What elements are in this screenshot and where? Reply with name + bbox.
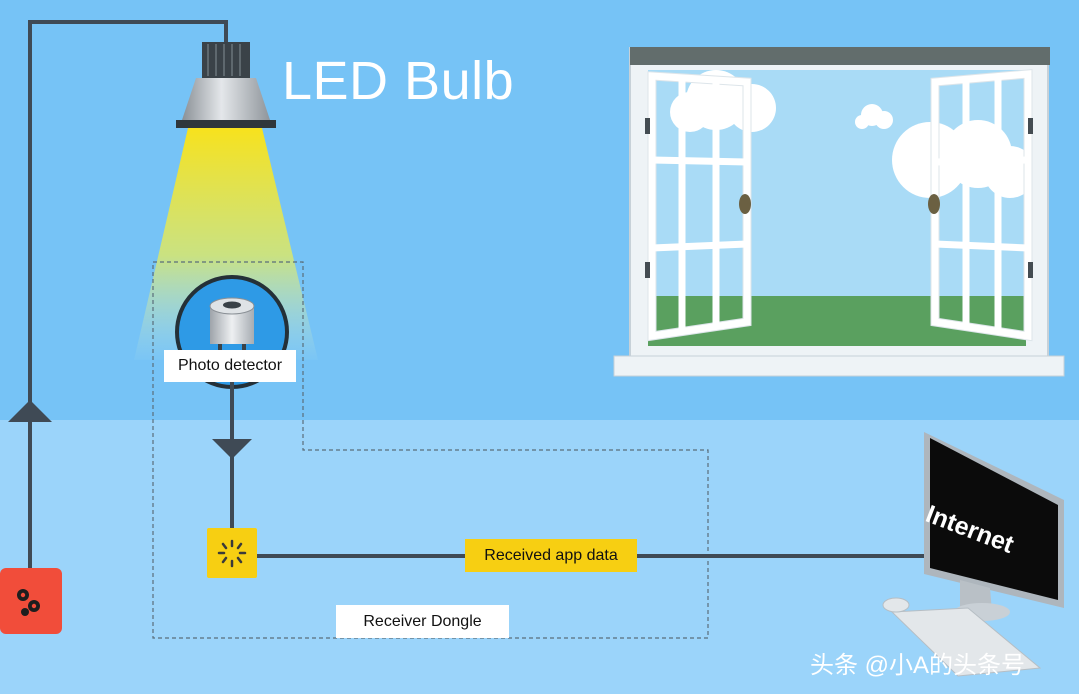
left-window-shutter [647, 71, 752, 342]
receiver-dongle-label: Receiver Dongle [336, 605, 509, 638]
keyboard-icon [890, 607, 1042, 677]
watermark: 头条 @小A的头条号 [810, 652, 1026, 679]
loading-spinner-icon [217, 539, 247, 568]
receiver-dongle-boundary [152, 261, 709, 639]
led-bulb-icon [176, 42, 276, 128]
right-window-shutter [930, 69, 1033, 342]
window-top-bar [630, 47, 1050, 65]
gears-icon [17, 589, 40, 616]
window-sill [613, 355, 1065, 377]
photo-detector-label: Photo detector [164, 350, 296, 382]
mouse-icon [882, 597, 910, 613]
diagram-title: LED Bulb [282, 51, 515, 111]
received-app-data-label: Received app data [465, 539, 637, 572]
window-hinges [645, 118, 1033, 278]
dongle-chip [207, 528, 257, 578]
arrow-up-icon [8, 400, 52, 422]
power-wire [28, 20, 228, 570]
arrow-down-icon [212, 439, 252, 459]
window-illustration [613, 47, 1065, 377]
